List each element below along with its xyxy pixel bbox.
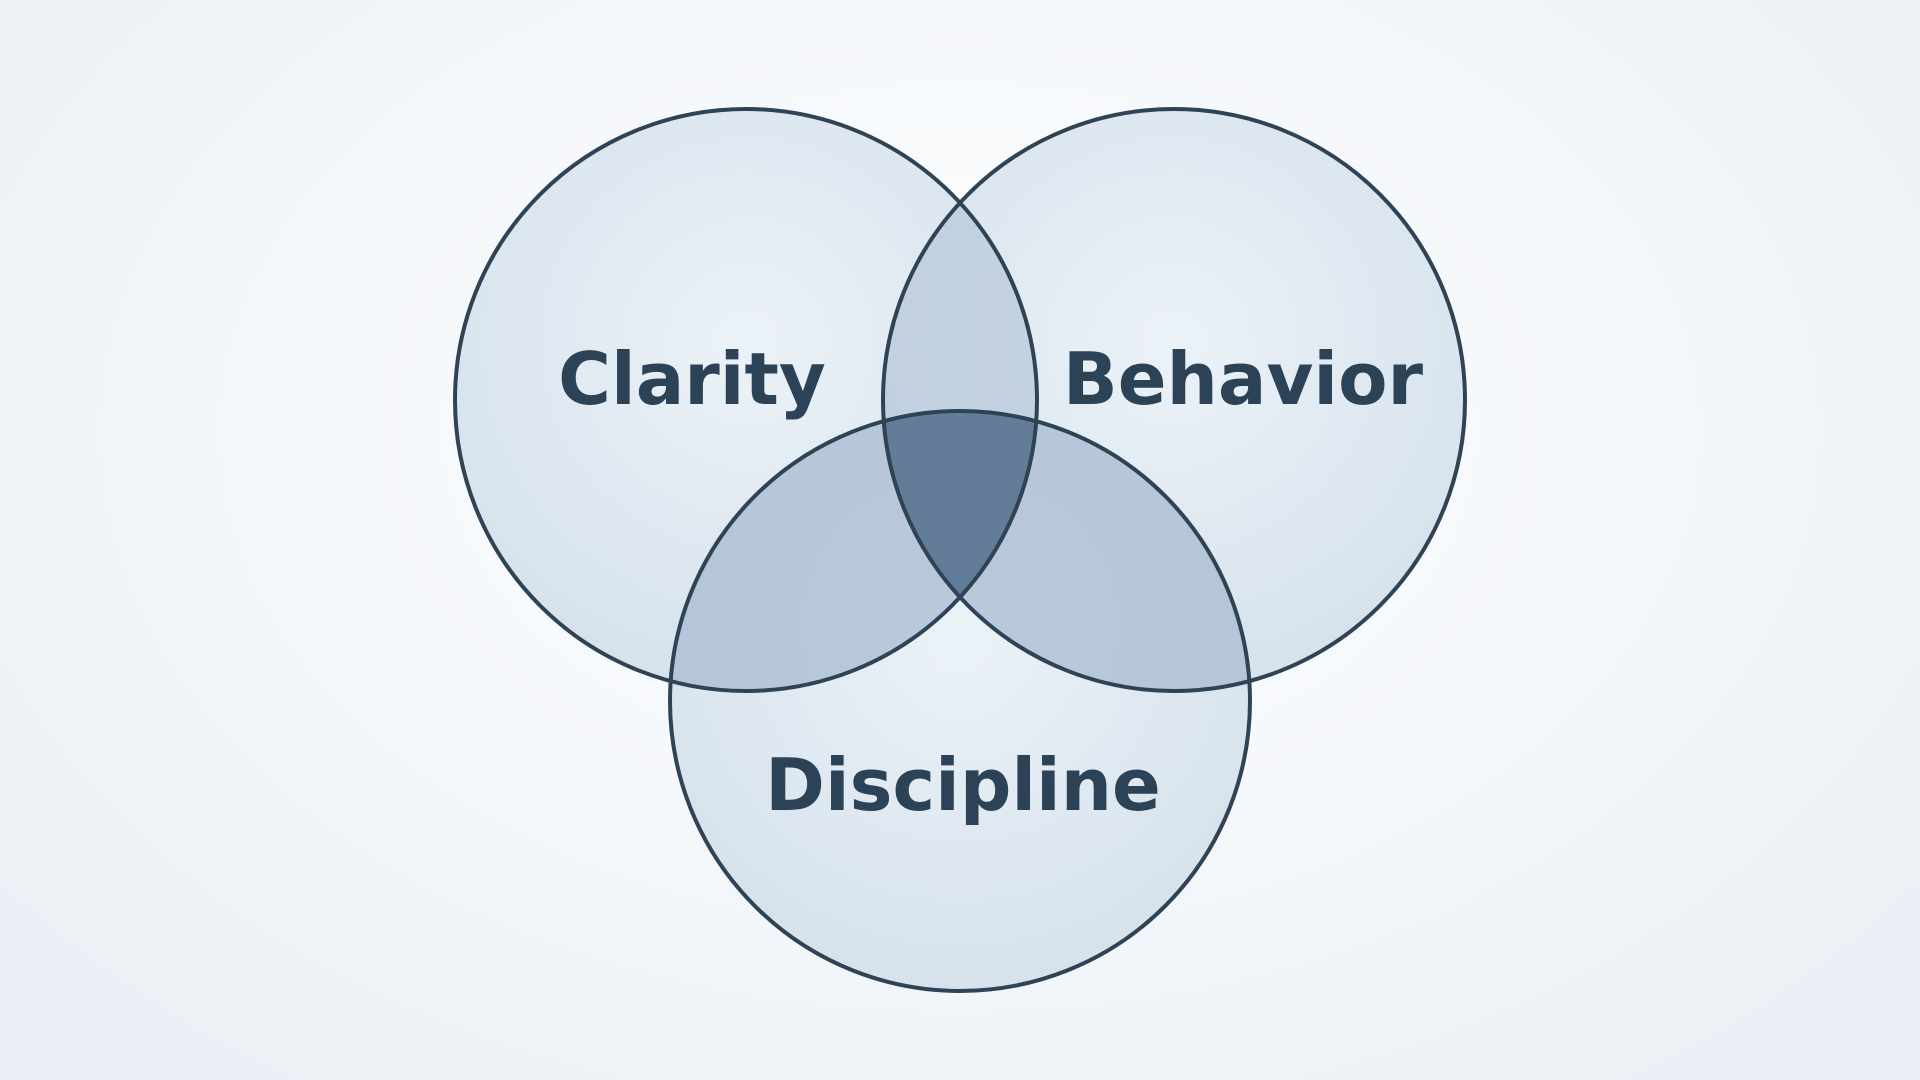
circle-behavior-outline xyxy=(881,107,1467,693)
label-discipline: Discipline xyxy=(765,743,1161,827)
label-behavior: Behavior xyxy=(1063,337,1424,421)
circle-clarity-outline xyxy=(453,107,1039,693)
overlap-clarity-discipline xyxy=(670,411,1037,691)
circle-discipline-outline xyxy=(668,409,1252,993)
overlap-behavior-discipline xyxy=(883,411,1250,691)
label-clarity: Clarity xyxy=(558,337,826,421)
